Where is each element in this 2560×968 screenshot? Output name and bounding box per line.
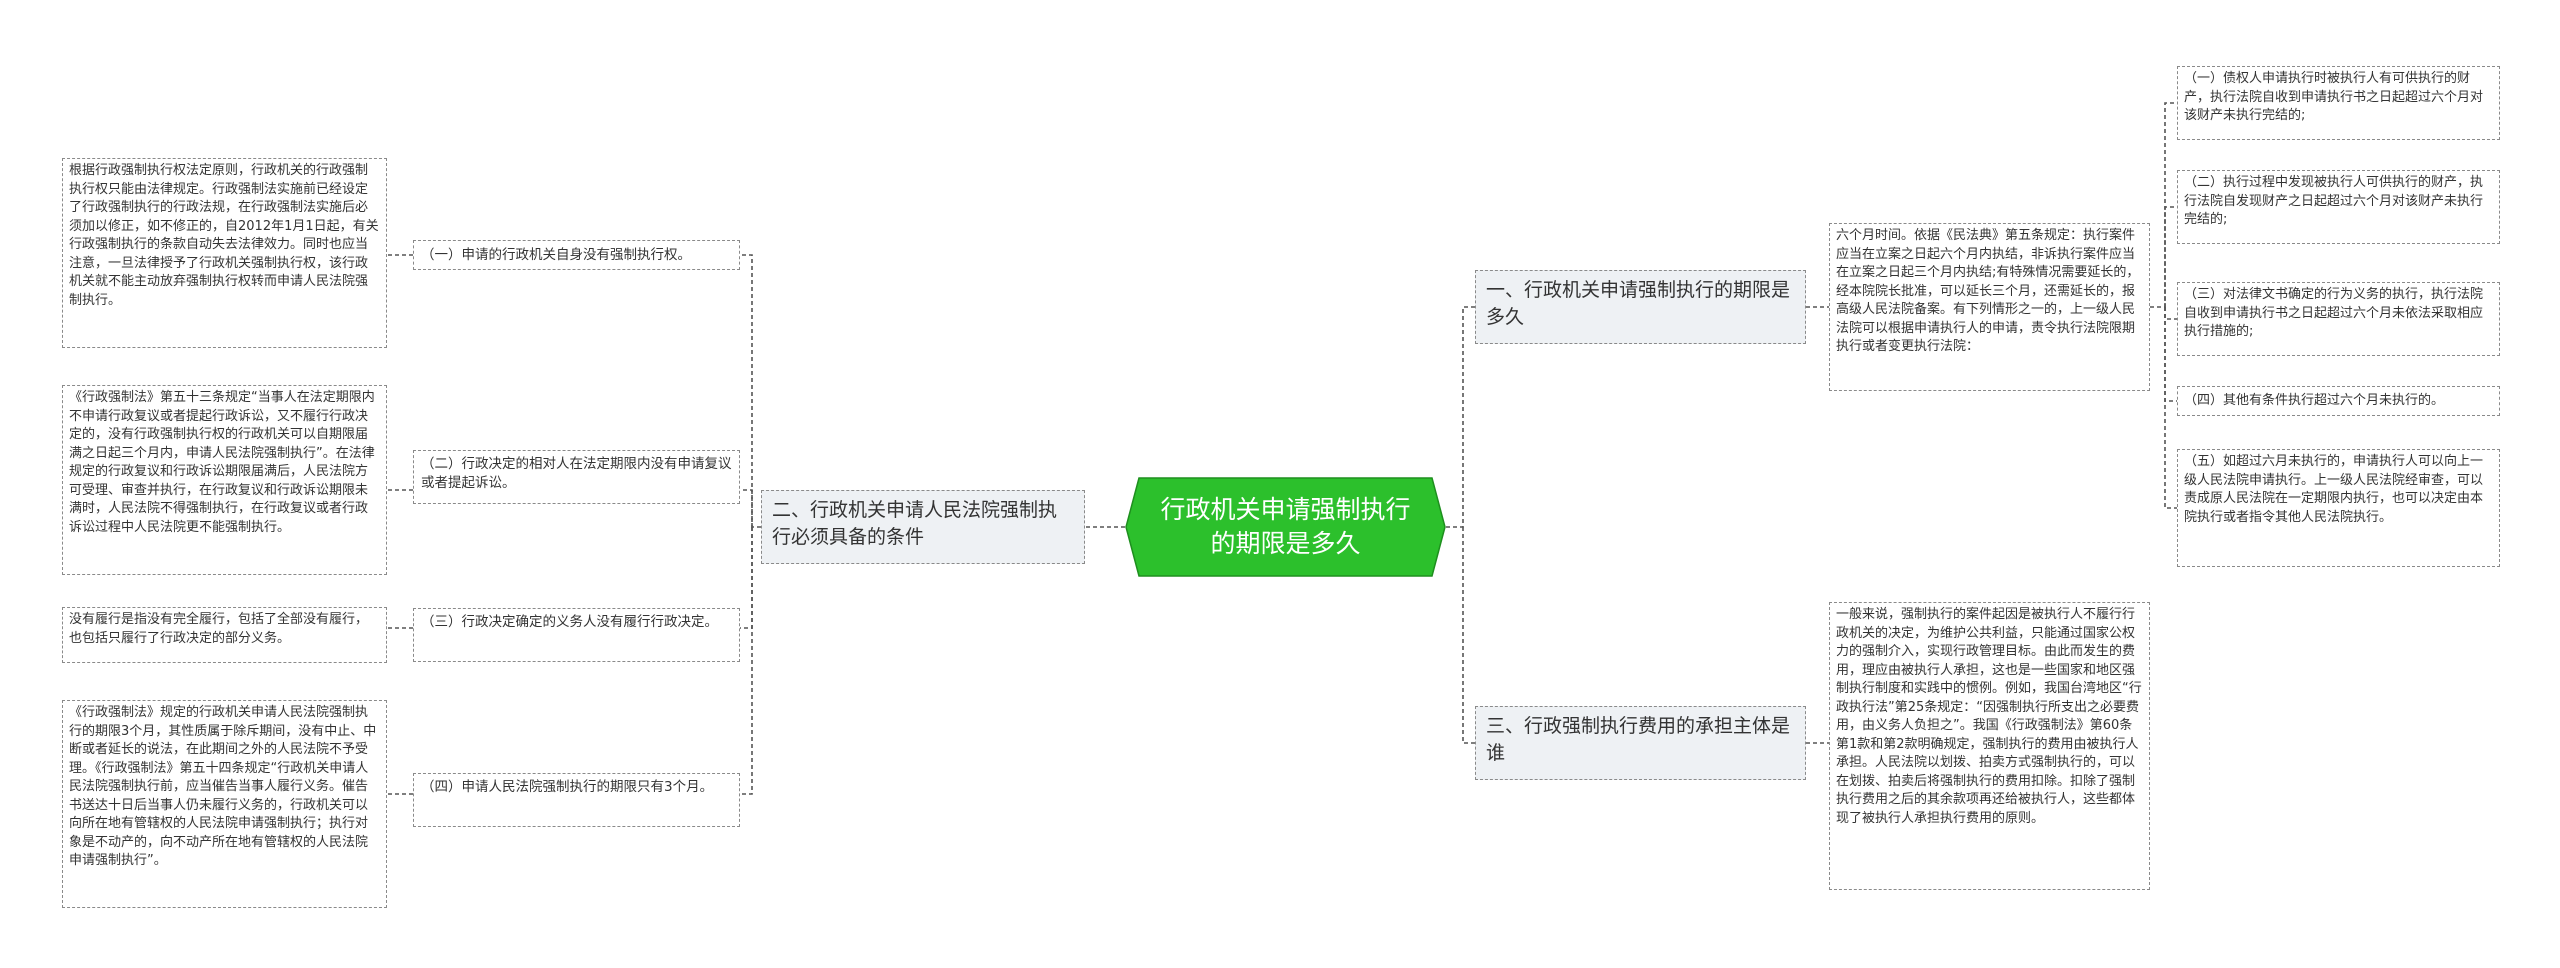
left-item-2-label: （二）行政决定的相对人在法定期限内没有申请复议或者提起诉讼。 bbox=[421, 456, 732, 491]
root-title: 行政机关申请强制执行的期限是多久 bbox=[1160, 495, 1411, 558]
left-detail-2: 《行政强制法》第五十三条规定“当事人在法定期限内不申请行政复议或者提起行政诉讼，… bbox=[62, 385, 387, 575]
right-item-2-text: （二）执行过程中发现被执行人可供执行的财产，执行法院自发现财产之日起超过六个月对… bbox=[2184, 175, 2484, 227]
right-item-3-text: （三）对法律文书确定的行为义务的执行，执行法院自收到申请执行书之日起超过六个月未… bbox=[2184, 287, 2484, 339]
branch-2-label: 二、行政机关申请人民法院强制执行必须具备的条件 bbox=[772, 499, 1058, 548]
right-item-5: （五）如超过六月未执行的，申请执行人可以向上一级人民法院申请执行。上一级人民法院… bbox=[2177, 449, 2500, 567]
root-topic[interactable]: 行政机关申请强制执行的期限是多久 bbox=[1125, 477, 1446, 577]
right-item-1-text: （一）债权人申请执行时被执行人有可供执行的财产，执行法院自收到申请执行书之日起超… bbox=[2184, 71, 2484, 123]
branch-1-time-limit[interactable]: 一、行政机关申请强制执行的期限是多久 bbox=[1475, 270, 1806, 344]
right-item-3: （三）对法律文书确定的行为义务的执行，执行法院自收到申请执行书之日起超过六个月未… bbox=[2177, 282, 2500, 356]
left-item-3[interactable]: （三）行政决定确定的义务人没有履行行政决定。 bbox=[413, 608, 740, 662]
left-item-3-label: （三）行政决定确定的义务人没有履行行政决定。 bbox=[421, 614, 718, 630]
left-item-4[interactable]: （四）申请人民法院强制执行的期限只有3个月。 bbox=[413, 773, 740, 827]
branch-1-label: 一、行政机关申请强制执行的期限是多久 bbox=[1486, 279, 1791, 328]
left-detail-1: 根据行政强制执行权法定原则，行政机关的行政强制执行权只能由法律规定。行政强制法实… bbox=[62, 158, 387, 348]
branch-3-detail: 一般来说，强制执行的案件起因是被执行人不履行行政机关的决定，为维护公共利益，只能… bbox=[1829, 602, 2150, 890]
right-item-4: （四）其他有条件执行超过六个月未执行的。 bbox=[2177, 386, 2500, 416]
left-detail-1-text: 根据行政强制执行权法定原则，行政机关的行政强制执行权只能由法律规定。行政强制法实… bbox=[69, 163, 379, 308]
right-item-1: （一）债权人申请执行时被执行人有可供执行的财产，执行法院自收到申请执行书之日起超… bbox=[2177, 66, 2500, 140]
left-item-4-label: （四）申请人民法院强制执行的期限只有3个月。 bbox=[421, 779, 714, 795]
branch-3-label: 三、行政强制执行费用的承担主体是谁 bbox=[1486, 715, 1791, 764]
branch-3-detail-text: 一般来说，强制执行的案件起因是被执行人不履行行政机关的决定，为维护公共利益，只能… bbox=[1836, 607, 2142, 826]
root-hexagon-shape bbox=[1125, 477, 1446, 577]
right-item-4-text: （四）其他有条件执行超过六个月未执行的。 bbox=[2184, 393, 2445, 408]
branch-2-conditions[interactable]: 二、行政机关申请人民法院强制执行必须具备的条件 bbox=[761, 490, 1085, 564]
branch-1-detail: 六个月时间。依据《民法典》第五条规定：执行案件应当在立案之日起六个月内执结，非诉… bbox=[1829, 223, 2150, 391]
right-item-5-text: （五）如超过六月未执行的，申请执行人可以向上一级人民法院申请执行。上一级人民法院… bbox=[2184, 454, 2484, 525]
left-item-1-label: （一）申请的行政机关自身没有强制执行权。 bbox=[421, 247, 691, 263]
branch-3-cost-bearer[interactable]: 三、行政强制执行费用的承担主体是谁 bbox=[1475, 706, 1806, 780]
left-detail-3: 没有履行是指没有完全履行，包括了全部没有履行，也包括只履行了行政决定的部分义务。 bbox=[62, 607, 387, 663]
left-detail-4-text: 《行政强制法》规定的行政机关申请人民法院强制执行的期限3个月，其性质属于除斥期间… bbox=[69, 705, 377, 868]
left-detail-2-text: 《行政强制法》第五十三条规定“当事人在法定期限内不申请行政复议或者提起行政诉讼，… bbox=[69, 390, 375, 535]
right-item-2: （二）执行过程中发现被执行人可供执行的财产，执行法院自发现财产之日起超过六个月对… bbox=[2177, 170, 2500, 244]
left-item-2[interactable]: （二）行政决定的相对人在法定期限内没有申请复议或者提起诉讼。 bbox=[413, 450, 740, 504]
left-detail-4: 《行政强制法》规定的行政机关申请人民法院强制执行的期限3个月，其性质属于除斥期间… bbox=[62, 700, 387, 908]
branch-1-detail-text: 六个月时间。依据《民法典》第五条规定：执行案件应当在立案之日起六个月内执结，非诉… bbox=[1836, 228, 2140, 354]
left-detail-3-text: 没有履行是指没有完全履行，包括了全部没有履行，也包括只履行了行政决定的部分义务。 bbox=[69, 612, 369, 646]
left-item-1[interactable]: （一）申请的行政机关自身没有强制执行权。 bbox=[413, 240, 740, 270]
